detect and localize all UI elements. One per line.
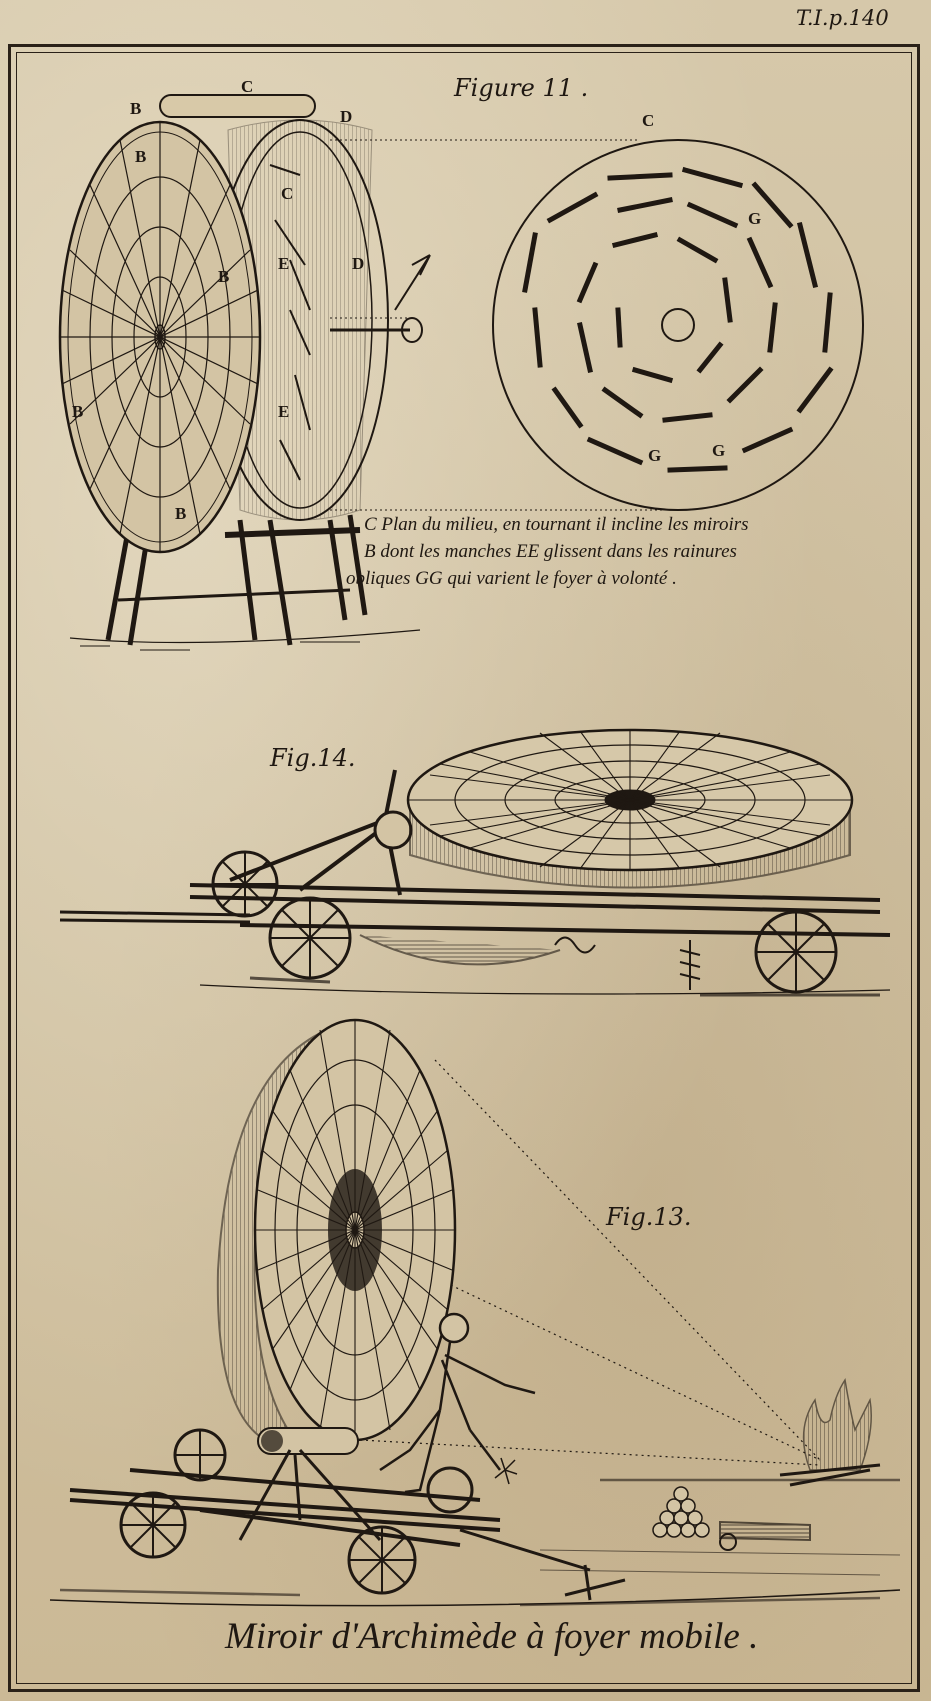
figure-11-caption-line-1: C Plan du milieu, en tournant il incline… (364, 514, 749, 535)
figure-13-label: Fig.13. (606, 1203, 692, 1231)
letter-b: B (175, 504, 187, 523)
letter-c: C (642, 111, 655, 130)
letter-b: B (135, 147, 147, 166)
figure-11-caption-line-3: obliques GG qui varient le foyer à volon… (346, 568, 677, 589)
plate-title: Miroir d'Archimède à foyer mobile . (225, 1616, 759, 1657)
plate-border-outer (8, 44, 920, 1692)
plate-reference: T.I.p.140 (796, 6, 889, 30)
letter-b: B (218, 267, 230, 286)
letter-b: B (72, 402, 84, 421)
figure-11-caption-line-2: B dont les manches EE glissent dans les … (364, 541, 737, 562)
fig13-scene (49, 1018, 901, 1607)
fig14-cart-mirror (59, 728, 891, 997)
letter-g: G (648, 446, 662, 465)
letter-c: C (241, 77, 254, 96)
letter-b: B (130, 99, 142, 118)
fig11-wheel-assembly (58, 94, 670, 651)
letter-g: G (748, 209, 762, 228)
letter-d: D (340, 107, 353, 126)
fig11-plan-circle (492, 139, 864, 511)
letter-e: E (278, 402, 290, 421)
letter-d: D (352, 254, 365, 273)
letter-e: E (278, 254, 290, 273)
letter-g: G (712, 441, 726, 460)
figure-14-label: Fig.14. (270, 744, 356, 772)
figure-11-label: Figure 11 . (454, 74, 589, 102)
plate-border-inner (16, 52, 912, 1684)
letter-c: C (281, 184, 294, 203)
